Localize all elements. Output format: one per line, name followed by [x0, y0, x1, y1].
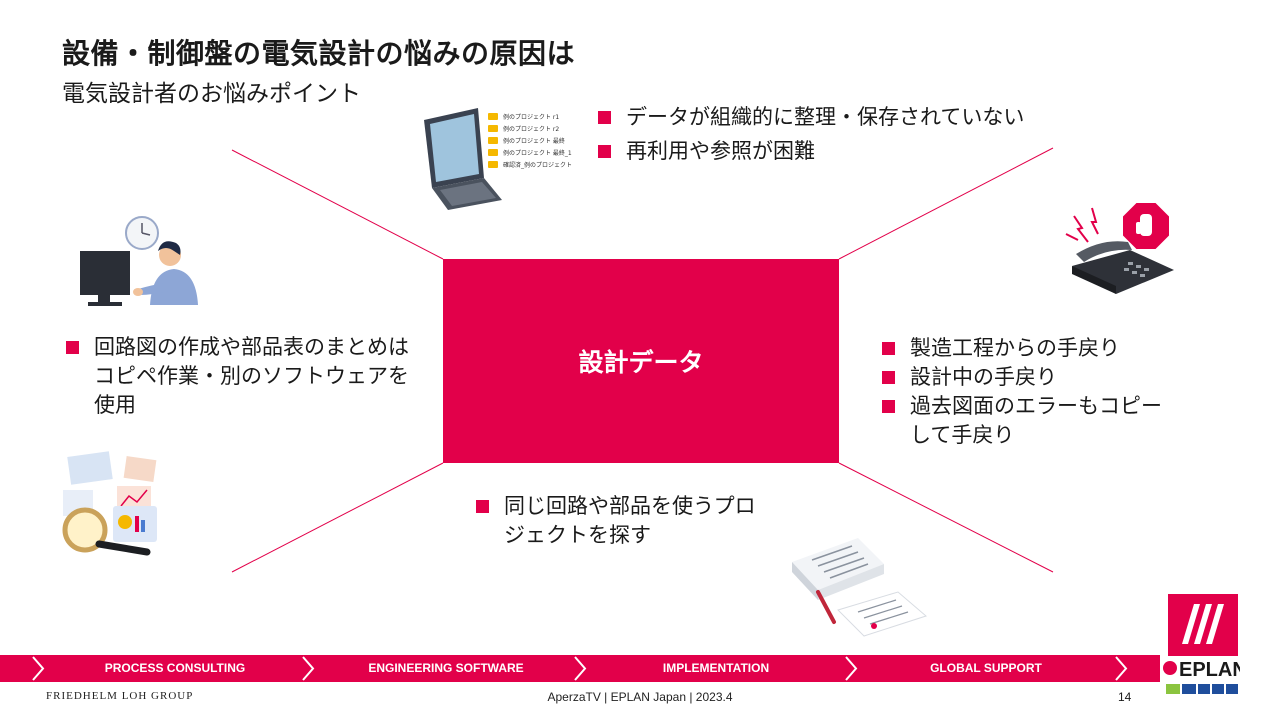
footer-credit: AperzaTV | EPLAN Japan | 2023.4 — [547, 690, 733, 704]
file-label: 例のプロジェクト r1 — [503, 113, 559, 121]
svg-text:EPLAN: EPLAN — [1179, 659, 1240, 681]
bullet-item: 過去図面のエラーもコピーして手戻り — [880, 392, 1180, 450]
engineer-computer-illustration — [80, 216, 198, 306]
file-label: 確認済_例のプロジェクト — [503, 161, 572, 169]
chevron-right-icon — [1115, 656, 1128, 681]
footer-item-implementation: IMPLEMENTATION — [662, 661, 770, 675]
bullet-item: データが組織的に整理・保存されていない — [596, 103, 1046, 132]
line-bottom-left — [231, 462, 444, 573]
documents-magnifier-illustration — [62, 451, 157, 556]
footer-item-global-support: GLOBAL SUPPORT — [930, 661, 1042, 675]
paper-pen-illustration — [792, 538, 928, 637]
file-label: 例のプロジェクト r2 — [503, 125, 559, 133]
page-title: 設備・制御盤の電気設計の悩みの原因は — [62, 37, 576, 70]
eplan-logo-icon: EPLAN — [1160, 594, 1240, 694]
footer-item-engineering-software: ENGINEERING SOFTWARE — [368, 661, 524, 675]
bullet-item: 回路図の作成や部品表のまとめはコピペ作業・別のソフトウェアを使用 — [64, 333, 414, 420]
bullet-item: 再利用や参照が困難 — [596, 137, 1046, 166]
chevron-right-icon — [302, 656, 315, 681]
line-top-right — [838, 147, 1054, 260]
right-points: 製造工程からの手戻り 設計中の手戻り 過去図面のエラーもコピーして手戻り — [880, 334, 1180, 450]
bullet-item: 同じ回路や部品を使うプロジェクトを探す — [474, 492, 764, 550]
laptop-folders-illustration: 例のプロジェクト r1 例のプロジェクト r2 例のプロジェクト 最終 例のプロ… — [424, 108, 572, 210]
line-top-left — [231, 149, 444, 260]
file-label: 例のプロジェクト 最終 — [503, 137, 565, 145]
alarm-phone-stop-illustration — [1065, 201, 1174, 294]
group-name: FRIEDHELM LOH GROUP — [46, 690, 194, 702]
bullet-item: 製造工程からの手戻り — [880, 334, 1180, 363]
bullet-item: 設計中の手戻り — [880, 363, 1180, 392]
top-points: データが組織的に整理・保存されていない 再利用や参照が困難 — [596, 103, 1046, 166]
chevron-right-icon — [32, 656, 45, 681]
center-label: 設計データ — [578, 348, 704, 377]
line-bottom-right — [838, 462, 1054, 573]
bottom-points: 同じ回路や部品を使うプロジェクトを探す — [474, 492, 764, 550]
chevron-right-icon — [574, 656, 587, 681]
chevron-right-icon — [845, 656, 858, 681]
footer-band — [0, 655, 1160, 682]
file-label: 例のプロジェクト 最終_1 — [503, 149, 572, 157]
center-box: 設計データ — [443, 259, 839, 463]
left-points: 回路図の作成や部品表のまとめはコピペ作業・別のソフトウェアを使用 — [64, 333, 414, 420]
page-number: 14 — [1118, 690, 1132, 704]
page-subtitle: 電気設計者のお悩みポイント — [62, 81, 361, 107]
footer-item-process-consulting: PROCESS CONSULTING — [104, 661, 246, 675]
